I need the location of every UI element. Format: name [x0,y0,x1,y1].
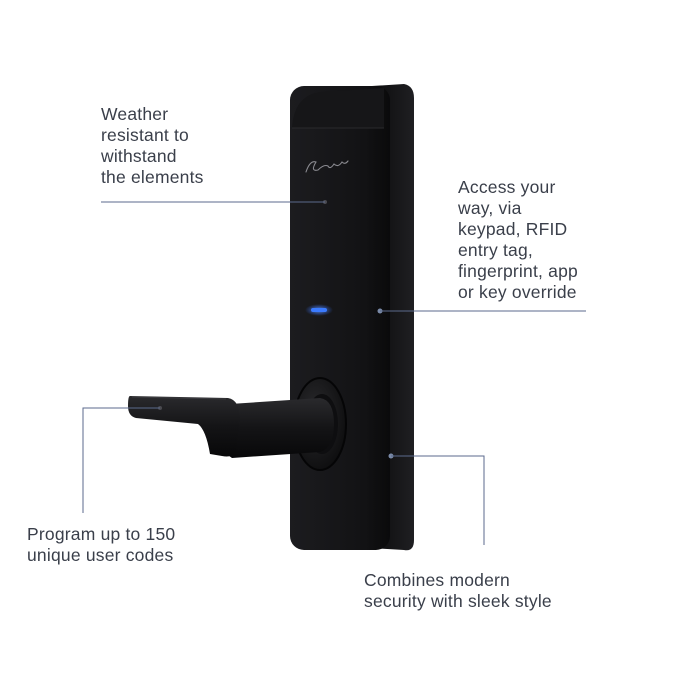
caption-line: security with sleek style [364,591,552,611]
caption-line: way, via [458,198,522,218]
caption-line: withstand [101,146,177,166]
caption-line: unique user codes [27,545,174,565]
caption-sleek-style: Combines modern security with sleek styl… [364,570,552,612]
caption-line: Combines modern [364,570,510,590]
caption-line: Program up to 150 [27,524,176,544]
lock-top-panel [292,88,384,128]
caption-line: entry tag, [458,240,533,260]
callout-line-program [82,407,160,513]
handle-lever [128,396,240,457]
caption-access-methods: Access your way, via keypad, RFID entry … [458,177,578,303]
caption-line: Access your [458,177,556,197]
caption-line: or key override [458,282,577,302]
caption-line: the elements [101,167,204,187]
caption-line: Weather [101,104,169,124]
callout-lines [82,201,586,545]
callout-line-combines [391,455,485,545]
caption-user-codes: Program up to 150 unique user codes [27,524,175,566]
caption-line: keypad, RFID [458,219,568,239]
handle-shaft [222,398,334,458]
brand-logo-icon [305,160,349,173]
caption-line: fingerprint, app [458,261,578,281]
led-indicator-icon [311,308,327,312]
caption-line: resistant to [101,125,189,145]
caption-weather-resistant: Weather resistant to withstand the eleme… [101,104,204,188]
lock-front-plate [290,86,390,550]
